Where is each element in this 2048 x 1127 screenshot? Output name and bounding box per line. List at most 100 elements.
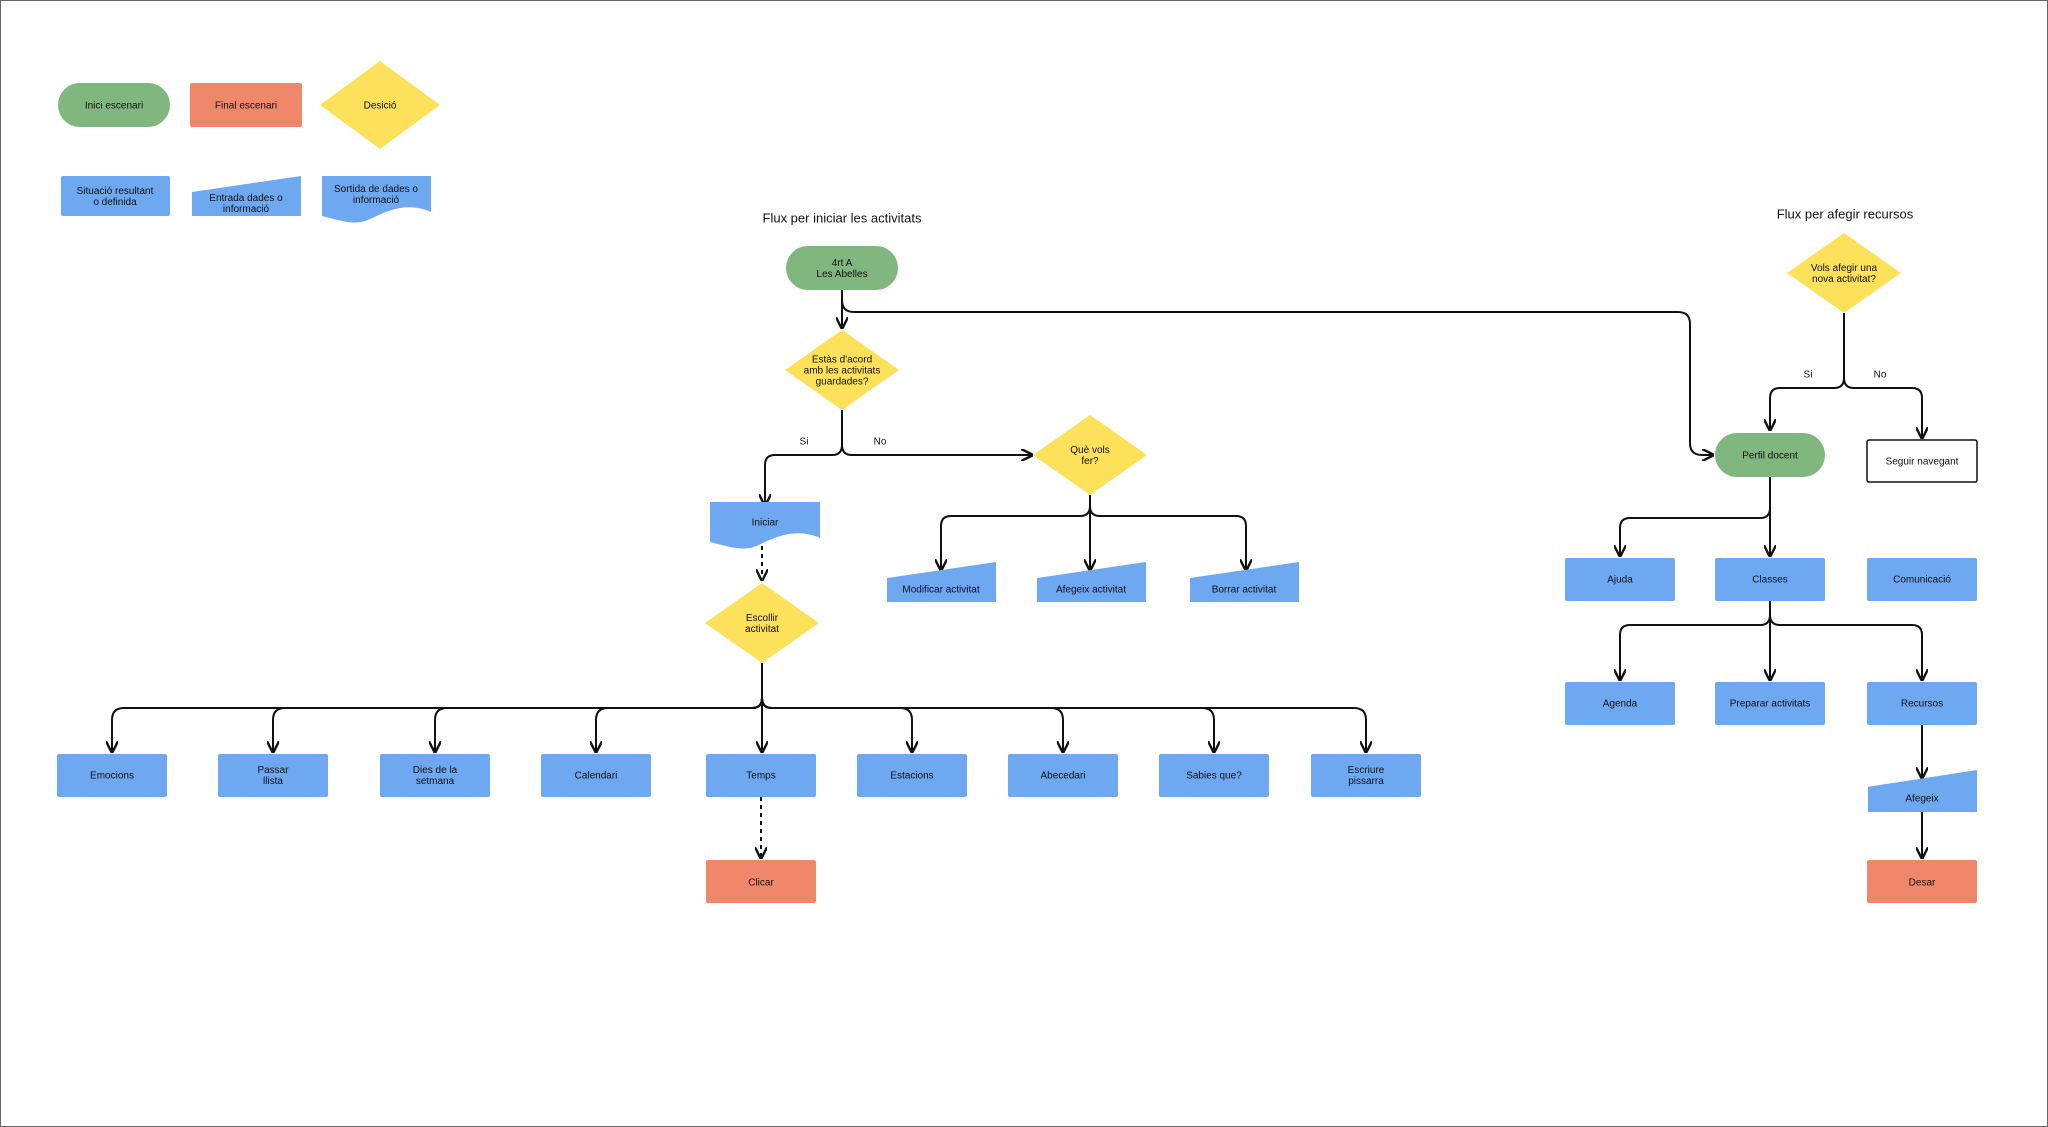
legend-decision-label-line: Desició [364, 101, 397, 112]
flow1-question-shape[interactable] [785, 330, 899, 410]
flow2-classes-menu-label-line: Agenda [1603, 699, 1638, 710]
flow2-title: Flux per afegir recursos [1777, 207, 1914, 222]
flow1-edit-option-shape[interactable] [887, 562, 996, 602]
flow2-classes-menu-shape[interactable] [1715, 682, 1825, 725]
flow2-edge-resources [1769, 601, 1922, 680]
flow2-question-shape[interactable] [1787, 233, 1901, 313]
flow1-end-label: Clicar [748, 878, 774, 889]
flow1-activity-label-line: Temps [746, 771, 775, 782]
flow1-choose-shape[interactable] [705, 583, 819, 663]
flow1-activity-shape[interactable] [218, 754, 328, 797]
flow1-activity-label-line: Emocions [90, 771, 134, 782]
flow1-activity-shape[interactable] [857, 754, 967, 797]
flow1-start-label-line: Les Abelles [816, 269, 867, 280]
flow2-classes-menu-shape[interactable] [1867, 682, 1977, 725]
legend-end-label-line: Final escenari [215, 101, 277, 112]
flow1-activity-shape[interactable] [1008, 754, 1118, 797]
flow1-activity-label-line: Abecedari [1040, 771, 1085, 782]
flow2-add-label: Afegeix [1905, 794, 1938, 805]
flow1-activity-label-line: Estacions [890, 771, 933, 782]
flow1-what-label-line: fer? [1081, 456, 1099, 467]
flow1-edge-delete [1089, 495, 1246, 570]
flow1-edge-modify [941, 495, 1091, 570]
flow1-activity-shape[interactable] [1311, 754, 1421, 797]
flow2-add-label-line: Afegeix [1905, 794, 1938, 805]
flow1-start-shape[interactable] [786, 246, 898, 290]
flow2-classes-menu-shape[interactable] [1565, 682, 1675, 725]
flow2-yes-label-line: Si [1804, 370, 1813, 381]
flow2-menu-shape[interactable] [1867, 558, 1977, 601]
flow1-edit-option-shape[interactable] [1190, 562, 1299, 602]
flow1-what-label-line: Què vols [1070, 445, 1109, 456]
flow1-activity-label-line: Escriure [1348, 765, 1385, 776]
flow2-menu-label: Classes [1752, 575, 1788, 586]
flow1-activity-label-line: Passar [257, 765, 289, 776]
flow1-edit-option-label: Afegeix activitat [1056, 585, 1126, 596]
flow1-iniciar-shape[interactable] [710, 502, 820, 549]
flow1-activity-shape[interactable] [1159, 754, 1269, 797]
flow1-edge-no [841, 410, 1032, 455]
flow1-activity-label: Temps [746, 771, 775, 782]
flow2-menu-shape[interactable] [1715, 558, 1825, 601]
legend-start-shape[interactable] [58, 83, 170, 127]
legend-decision-label: Desició [364, 101, 397, 112]
flow2-menu-label: Comunicació [1893, 575, 1951, 586]
flow1-activity-label-line: llista [263, 776, 283, 787]
flow1-no-label-line: No [874, 437, 887, 448]
flow2-edge-yes [1770, 313, 1845, 430]
flow2-keep-browsing-shape[interactable] [1866, 439, 1978, 483]
flow1-edit-option-shape[interactable] [1037, 562, 1146, 602]
legend-output-shape[interactable] [322, 176, 431, 223]
legend-process-label-line: Situació resultant [77, 186, 154, 197]
flow1-no-label: No [874, 437, 887, 448]
flow2-menu-shape[interactable] [1565, 558, 1675, 601]
flow2-no-label: No [1874, 370, 1887, 381]
flow2-edge-agenda [1620, 601, 1771, 680]
legend-decision-shape[interactable] [320, 61, 440, 149]
flow1-choose-label-line: activitat [745, 624, 779, 635]
flow1-activity-label-line: Dies de la [413, 765, 458, 776]
flow2-profile-label-line: Perfil docent [1742, 451, 1798, 462]
flow1-activity-shape[interactable] [541, 754, 651, 797]
flow2-profile-shape[interactable] [1715, 433, 1825, 477]
flow1-what-shape[interactable] [1033, 415, 1147, 495]
flow2-add-shape[interactable] [1868, 770, 1977, 812]
flow1-end-shape[interactable] [706, 860, 816, 903]
flow2-profile-label: Perfil docent [1742, 451, 1798, 462]
flow1-activity-shape[interactable] [706, 754, 816, 797]
flow1-activity-label-line: pissarra [1348, 776, 1384, 787]
flow1-question-label-line: Estàs d'acord [812, 355, 872, 366]
flow1-activity-shape[interactable] [57, 754, 167, 797]
flow1-edit-option-label: Borrar activitat [1212, 585, 1277, 596]
flow1-question-label-line: guardades? [816, 377, 869, 388]
flow2-end-shape[interactable] [1867, 860, 1977, 903]
legend-start-label: Inici escenari [85, 101, 143, 112]
legend-output-label-line: informació [353, 195, 400, 206]
flow2-no-label-line: No [1874, 370, 1887, 381]
legend-input-shape[interactable] [192, 176, 301, 216]
flow2-menu-label-line: Ajuda [1607, 575, 1633, 586]
flow2-menu-label: Ajuda [1607, 575, 1633, 586]
flow1-yes-label-line: Si [800, 437, 809, 448]
legend-process-label-line: o definida [93, 197, 137, 208]
flow1-title: Flux per iniciar les activitats [763, 211, 922, 226]
flow2-classes-menu-label: Recursos [1901, 699, 1943, 710]
flow1-activity-label-line: Sabies que? [1186, 771, 1242, 782]
flow1-edge-to-profile [841, 290, 1713, 455]
flow1-choose-label-line: Escollir [746, 613, 779, 624]
flow2-end-label: Desar [1909, 878, 1936, 889]
flow2-classes-menu-label-line: Recursos [1901, 699, 1943, 710]
legend-end-shape[interactable] [190, 83, 302, 127]
legend-end-label: Final escenari [215, 101, 277, 112]
flow1-edge-activity [596, 663, 763, 752]
flow1-activity-shape[interactable] [380, 754, 490, 797]
legend-process-shape[interactable] [61, 176, 170, 216]
